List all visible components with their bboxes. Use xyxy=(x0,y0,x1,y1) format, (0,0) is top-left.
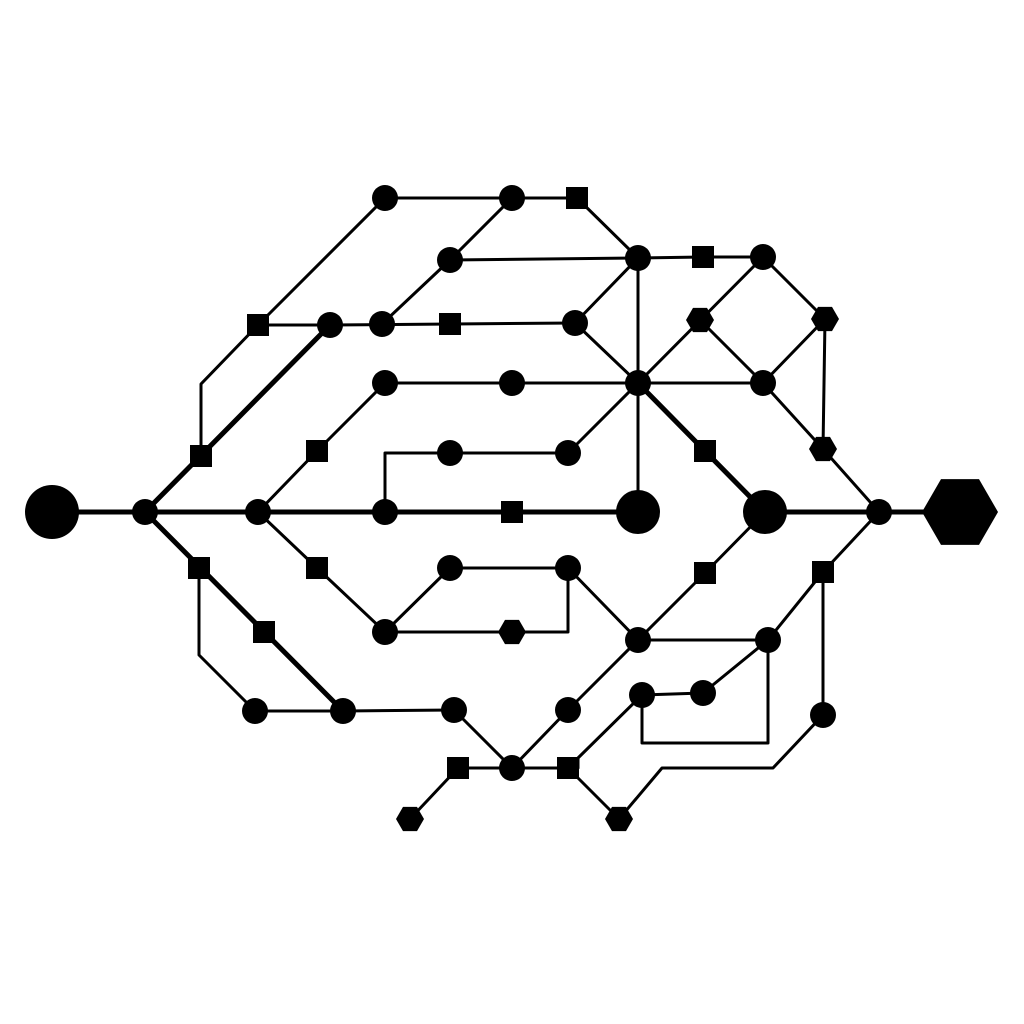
edge-33 xyxy=(761,381,825,451)
hexagon-node xyxy=(809,436,837,462)
circle-node xyxy=(750,244,776,270)
edge-17 xyxy=(573,256,640,325)
edge-41 xyxy=(383,566,452,634)
circle-node xyxy=(372,185,398,211)
circle-node xyxy=(499,185,525,211)
square-node xyxy=(692,246,714,268)
edge-38 xyxy=(452,708,514,770)
circle-node xyxy=(317,312,343,338)
square-node xyxy=(694,440,716,462)
edge-23 xyxy=(383,451,452,514)
edge-29 xyxy=(698,318,765,385)
square-node xyxy=(306,440,328,462)
circle-node xyxy=(132,499,158,525)
circle-node xyxy=(555,555,581,581)
square-node xyxy=(501,501,523,523)
edge-48 xyxy=(510,708,570,770)
hexagon-node xyxy=(922,479,998,545)
square-node xyxy=(694,562,716,584)
circle-node xyxy=(369,311,395,337)
edge-25 xyxy=(566,381,640,455)
edge-30 xyxy=(761,255,827,321)
circle-node xyxy=(625,245,651,271)
edge-44 xyxy=(566,566,640,642)
edge-56 xyxy=(617,713,825,821)
hexagon-node xyxy=(811,306,839,332)
circle-node xyxy=(330,698,356,724)
edge-47 xyxy=(566,638,640,712)
edge-18 xyxy=(573,321,640,385)
square-node xyxy=(557,757,579,779)
hexagon-node xyxy=(396,806,424,832)
edge-37 xyxy=(341,708,456,713)
edge-6 xyxy=(256,196,387,327)
edge-54 xyxy=(766,570,825,642)
circle-node xyxy=(750,370,776,396)
circle-node xyxy=(372,619,398,645)
circle-node xyxy=(555,697,581,723)
square-node xyxy=(247,314,269,336)
node-layer xyxy=(25,185,998,832)
hexagon-node xyxy=(605,806,633,832)
circle-node xyxy=(866,499,892,525)
circle-node xyxy=(555,440,581,466)
circle-node xyxy=(437,440,463,466)
edge-12 xyxy=(380,258,452,326)
square-node xyxy=(812,561,834,583)
circle-node xyxy=(629,682,655,708)
square-node xyxy=(188,557,210,579)
edge-11 xyxy=(448,196,514,262)
edge-5 xyxy=(199,323,260,458)
edge-32 xyxy=(821,317,827,451)
circle-node xyxy=(616,490,660,534)
circle-node xyxy=(25,485,79,539)
circle-node xyxy=(743,490,787,534)
circle-node xyxy=(372,499,398,525)
edge-4 xyxy=(142,509,346,714)
hexagon-node xyxy=(498,619,526,645)
circle-node xyxy=(562,310,588,336)
circle-node xyxy=(245,499,271,525)
edge-50 xyxy=(701,638,770,695)
circle-node xyxy=(625,370,651,396)
edge-14 xyxy=(448,256,640,262)
hexagon-node xyxy=(686,307,714,333)
circle-node xyxy=(242,698,268,724)
circle-node xyxy=(499,370,525,396)
circle-node xyxy=(499,755,525,781)
square-node xyxy=(306,557,328,579)
circle-node xyxy=(690,680,716,706)
square-node xyxy=(566,187,588,209)
square-node xyxy=(253,621,275,643)
edge-3 xyxy=(142,322,333,515)
circle-node xyxy=(625,627,651,653)
edge-40 xyxy=(315,566,387,634)
square-node xyxy=(439,313,461,335)
circle-node xyxy=(755,627,781,653)
edge-31 xyxy=(761,317,827,385)
circle-node xyxy=(372,370,398,396)
circle-node xyxy=(437,555,463,581)
square-node xyxy=(190,445,212,467)
edge-52 xyxy=(640,638,770,745)
edge-35 xyxy=(197,566,257,713)
circle-node xyxy=(441,697,467,723)
circle-node xyxy=(437,247,463,273)
edge-21 xyxy=(315,381,387,453)
edge-46 xyxy=(636,571,707,642)
edge-57 xyxy=(576,693,644,770)
circle-node xyxy=(810,702,836,728)
edge-34 xyxy=(821,447,881,514)
square-node xyxy=(447,757,469,779)
edge-43 xyxy=(383,566,570,634)
